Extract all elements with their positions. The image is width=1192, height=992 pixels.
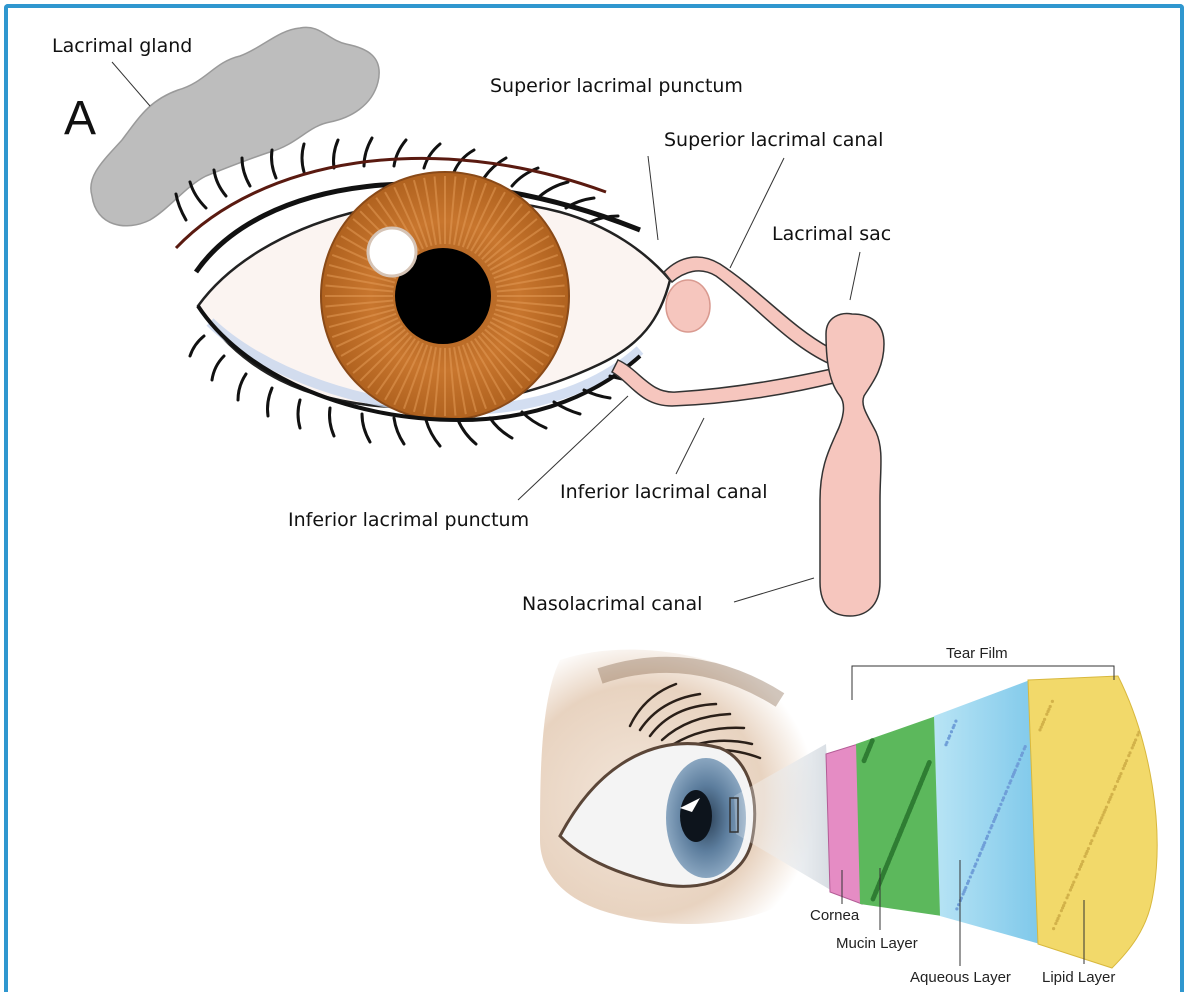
label-lipid-layer: Lipid Layer <box>1042 969 1115 986</box>
aqueous-layer <box>934 680 1040 944</box>
inferior-canal-pointer <box>676 418 704 474</box>
panel-a: A Lacrimal gland <box>52 27 891 616</box>
inferior-lacrimal-canal-shape <box>612 360 838 406</box>
lacrimal-caruncle <box>666 280 710 332</box>
label-tear-film: Tear Film <box>946 645 1008 662</box>
label-lacrimal-gland: Lacrimal gland <box>52 35 192 57</box>
superior-punctum-pointer <box>648 156 658 240</box>
lipid-layer <box>1028 676 1157 968</box>
label-lacrimal-sac: Lacrimal sac <box>772 223 891 245</box>
label-superior-lacrimal-canal: Superior lacrimal canal <box>664 129 883 151</box>
label-aqueous-layer: Aqueous Layer <box>910 969 1011 986</box>
panel-b: B Te <box>540 645 1157 986</box>
superior-canal-pointer <box>730 158 784 268</box>
panel-a-letter: A <box>64 92 96 145</box>
lacrimal-gland-pointer <box>112 62 150 106</box>
label-inferior-lacrimal-canal: Inferior lacrimal canal <box>560 481 768 503</box>
label-nasolacrimal-canal: Nasolacrimal canal <box>522 593 702 615</box>
iris-highlight <box>368 228 416 276</box>
cornea-layer <box>826 744 862 904</box>
side-eye-pupil <box>680 790 712 842</box>
label-cornea: Cornea <box>810 907 860 924</box>
label-superior-lacrimal-punctum: Superior lacrimal punctum <box>490 75 743 97</box>
lacrimal-sac-and-nasolacrimal-canal <box>820 314 884 616</box>
label-mucin-layer: Mucin Layer <box>836 935 918 952</box>
lacrimal-sac-pointer <box>850 252 860 300</box>
lacrimal-gland-shape <box>91 27 379 225</box>
label-inferior-lacrimal-punctum: Inferior lacrimal punctum <box>288 509 529 531</box>
nasolacrimal-canal-pointer <box>734 578 814 602</box>
